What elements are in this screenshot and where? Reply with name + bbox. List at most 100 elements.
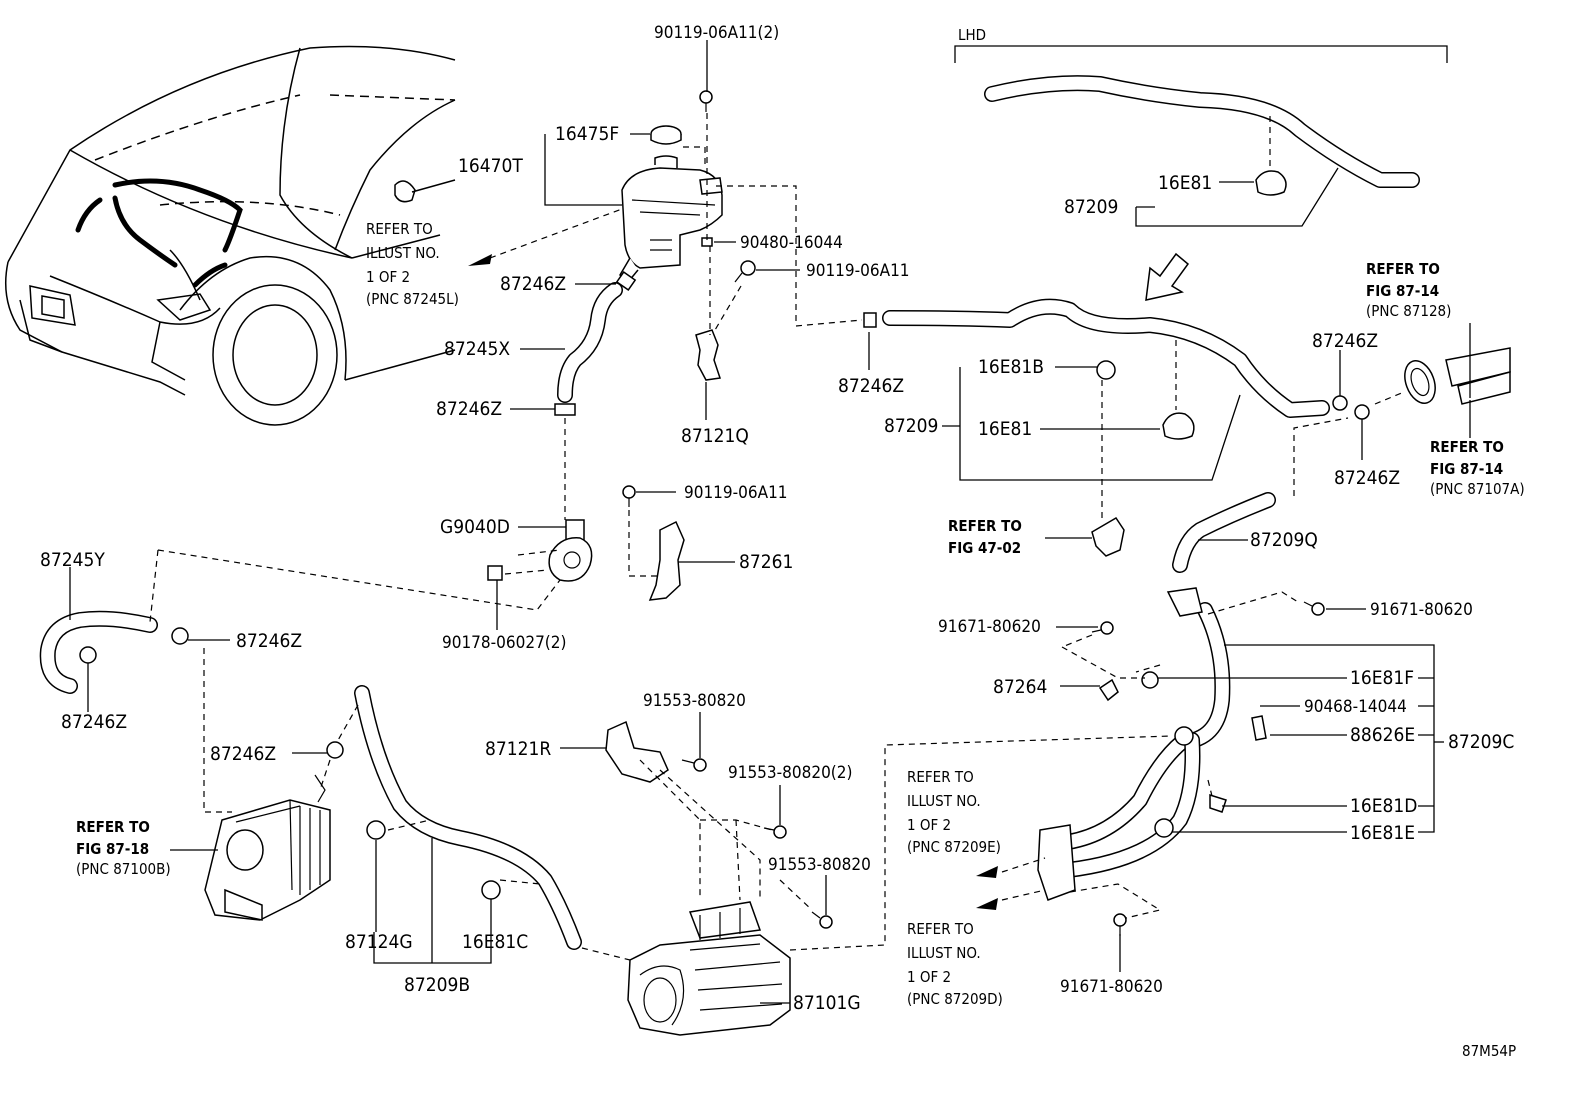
label-16e81d: 16E81D bbox=[1350, 795, 1417, 817]
bracket-87121q bbox=[695, 329, 721, 381]
label-90468-14044: 90468-14044 bbox=[1304, 697, 1407, 717]
hose-87245Y bbox=[39, 610, 158, 694]
label-16e81e: 16E81E bbox=[1350, 822, 1415, 844]
label-87245x: 87245X bbox=[444, 338, 510, 360]
note-line: (PNC 87128) bbox=[1366, 302, 1451, 320]
label-87261: 87261 bbox=[739, 551, 793, 573]
label-16470t: 16470T bbox=[458, 155, 523, 177]
note-line: REFER TO bbox=[907, 920, 974, 938]
refer-arrow-icon bbox=[976, 866, 998, 878]
note-line: ILLUST NO. bbox=[366, 244, 440, 262]
assembly-dashed-lines bbox=[149, 113, 1405, 961]
label-87209c: 87209C bbox=[1448, 731, 1514, 753]
heater-unit bbox=[204, 774, 331, 921]
note-line: 1 OF 2 bbox=[366, 268, 410, 286]
bracket-87264 bbox=[1098, 678, 1119, 702]
label-87246z-a: 87246Z bbox=[500, 273, 566, 295]
note-line: (PNC 87107A) bbox=[1430, 480, 1525, 498]
note-line: FIG 87-14 bbox=[1430, 460, 1503, 478]
label-90178-06027-2: 90178-06027(2) bbox=[442, 633, 566, 653]
label-87121q: 87121Q bbox=[681, 425, 749, 447]
label-91553-80820-a: 91553-80820 bbox=[643, 691, 746, 711]
water-pump bbox=[487, 519, 593, 582]
note-line: (PNC 87209D) bbox=[907, 990, 1003, 1008]
hose-joint bbox=[1174, 726, 1194, 746]
hose-87209Q bbox=[1172, 492, 1276, 573]
bracket-47-02 bbox=[1091, 516, 1125, 557]
label-16e81-b: 16E81 bbox=[978, 418, 1032, 440]
label-87209-a: 87209 bbox=[1064, 196, 1118, 218]
label-87246z-h: 87246Z bbox=[1334, 467, 1400, 489]
label-90119-06a11-a: 90119-06A11 bbox=[806, 261, 910, 281]
refer-note-47-02: REFER TO FIG 47-02 bbox=[948, 517, 1022, 557]
refer-note-87128: REFER TO FIG 87-14 (PNC 87128) bbox=[1366, 260, 1451, 320]
label-16e81b: 16E81B bbox=[978, 356, 1044, 378]
label-91671-80620-c: 91671-80620 bbox=[1060, 977, 1163, 997]
label-87246z-e: 87246Z bbox=[210, 743, 276, 765]
note-line: REFER TO bbox=[1430, 438, 1504, 456]
hose-87209C bbox=[1060, 602, 1231, 878]
label-87209b: 87209B bbox=[404, 974, 470, 996]
note-line: REFER TO bbox=[76, 818, 150, 836]
clamp-icon bbox=[554, 403, 576, 416]
label-90119-06a11-2: 90119-06A11(2) bbox=[654, 23, 779, 43]
label-16e81f: 16E81F bbox=[1350, 667, 1414, 689]
refer-note-87209e: REFER TO ILLUST NO. 1 OF 2 (PNC 87209E) bbox=[907, 768, 1001, 856]
clamp-icon bbox=[615, 271, 637, 291]
refer-note-87209d: REFER TO ILLUST NO. 1 OF 2 (PNC 87209D) bbox=[907, 920, 1003, 1008]
bracket-valve bbox=[1037, 824, 1076, 901]
note-line: (PNC 87100B) bbox=[76, 860, 171, 878]
reservoir-tank bbox=[619, 125, 723, 284]
label-87245y: 87245Y bbox=[40, 549, 105, 571]
label-91671-80620-b: 91671-80620 bbox=[1370, 600, 1473, 620]
hose-87209 bbox=[882, 298, 1330, 418]
label-87124g: 87124G bbox=[345, 931, 413, 953]
label-91553-80820-2: 91553-80820(2) bbox=[728, 763, 852, 783]
refer-note-87100b: REFER TO FIG 87-18 (PNC 87100B) bbox=[76, 818, 171, 878]
coupling bbox=[1404, 347, 1511, 405]
label-87246z-d: 87246Z bbox=[61, 711, 127, 733]
label-88626e: 88626E bbox=[1350, 724, 1415, 746]
label-16475f: 16475F bbox=[555, 123, 619, 145]
note-line: FIG 87-18 bbox=[76, 840, 149, 858]
label-87246z-b: 87246Z bbox=[436, 398, 502, 420]
refer-arrow-icon bbox=[976, 898, 998, 910]
label-16e81-a: 16E81 bbox=[1158, 172, 1212, 194]
leader-lines bbox=[69, 40, 1471, 1004]
electric-pump-87101g bbox=[627, 901, 791, 1036]
clamps bbox=[79, 170, 1370, 900]
refer-arrow-icon bbox=[468, 254, 492, 266]
bracket-87121r bbox=[605, 720, 669, 783]
label-90119-06a11-b: 90119-06A11 bbox=[684, 483, 788, 503]
label-87209q: 87209Q bbox=[1250, 529, 1318, 551]
label-87121r: 87121R bbox=[485, 738, 551, 760]
label-87246z-f: 87246Z bbox=[838, 375, 904, 397]
note-line: FIG 87-14 bbox=[1366, 282, 1439, 300]
note-line: REFER TO bbox=[907, 768, 974, 786]
hose-87245X bbox=[557, 282, 623, 403]
label-91553-80820-b: 91553-80820 bbox=[768, 855, 871, 875]
refer-note-87245L: REFER TO ILLUST NO. 1 OF 2 (PNC 87245L) bbox=[366, 220, 459, 308]
label-lhd: LHD bbox=[958, 26, 986, 44]
bracket-87261 bbox=[648, 520, 685, 601]
note-line: 1 OF 2 bbox=[907, 816, 951, 834]
note-line: (PNC 87245L) bbox=[366, 290, 459, 308]
diagram-code: 87M54P bbox=[1462, 1042, 1516, 1060]
label-g9040d: G9040D bbox=[440, 516, 510, 538]
note-line: REFER TO bbox=[366, 220, 433, 238]
hose-87209B bbox=[354, 685, 582, 950]
note-line: ILLUST NO. bbox=[907, 792, 981, 810]
refer-note-87107a: REFER TO FIG 87-14 (PNC 87107A) bbox=[1430, 438, 1525, 498]
note-line: 1 OF 2 bbox=[907, 968, 951, 986]
label-87209-b: 87209 bbox=[884, 415, 938, 437]
bolts bbox=[622, 90, 1325, 936]
part-labels: 90119-06A11(2) 16475F 16470T 90480-16044… bbox=[40, 23, 1516, 1060]
note-line: REFER TO bbox=[948, 517, 1022, 535]
hose-87209-lhd bbox=[984, 75, 1420, 188]
note-line: REFER TO bbox=[1366, 260, 1440, 278]
note-line: FIG 47-02 bbox=[948, 539, 1021, 557]
label-90480-16044: 90480-16044 bbox=[740, 233, 843, 253]
label-91671-80620-a: 91671-80620 bbox=[938, 617, 1041, 637]
note-line: ILLUST NO. bbox=[907, 944, 981, 962]
